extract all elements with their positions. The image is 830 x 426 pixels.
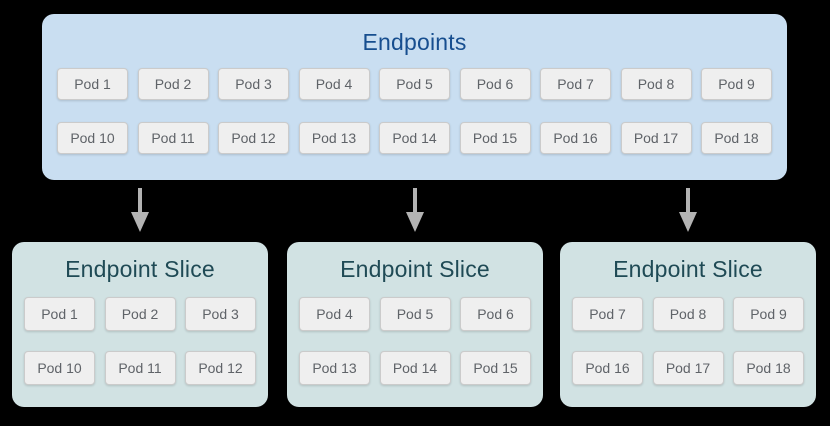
- pod-box: Pod 11: [104, 351, 176, 385]
- arrow-stem: [138, 188, 142, 214]
- pod-box: Pod 3: [218, 68, 289, 100]
- arrow-stem: [413, 188, 417, 214]
- arrow-stem: [686, 188, 690, 214]
- pod-box: Pod 2: [137, 68, 209, 100]
- slice-2-pod-row-1: Pod 4 Pod 5 Pod 6: [299, 297, 531, 331]
- pod-box: Pod 4: [298, 68, 370, 100]
- pod-box: Pod 1: [57, 68, 128, 100]
- pod-box: Pod 15: [459, 122, 531, 154]
- pod-box: Pod 18: [701, 122, 772, 154]
- endpoint-slice-title: Endpoint Slice: [65, 256, 215, 282]
- pod-box: Pod 6: [460, 297, 531, 331]
- pod-box: Pod 4: [299, 297, 370, 331]
- pod-box: Pod 5: [379, 68, 450, 100]
- arrow-head: [679, 212, 697, 232]
- endpoints-pod-row-1: Pod 1 Pod 2 Pod 3 Pod 4 Pod 5 Pod 6 Pod 7 Pod 8…: [57, 68, 772, 100]
- pod-box: Pod 14: [379, 122, 450, 154]
- pod-box: Pod 13: [298, 122, 370, 154]
- pod-box: Pod 12: [218, 122, 289, 154]
- arrow-head: [131, 212, 149, 232]
- endpoint-slice-title: Endpoint Slice: [340, 256, 490, 282]
- slice-1-pod-row-2: Pod 10 Pod 11 Pod 12: [24, 351, 256, 385]
- endpoint-slice-title: Endpoint Slice: [613, 256, 763, 282]
- endpoints-title: Endpoints: [362, 29, 467, 55]
- pod-box: Pod 15: [460, 351, 531, 385]
- pod-box: Pod 13: [299, 351, 370, 385]
- down-arrow-icon: [679, 188, 697, 232]
- pod-box: Pod 5: [379, 297, 451, 331]
- pod-box: Pod 11: [137, 122, 209, 154]
- slice-3-pod-row-1: Pod 7 Pod 8 Pod 9: [572, 297, 804, 331]
- pod-box: Pod 7: [572, 297, 643, 331]
- pod-box: Pod 7: [540, 68, 611, 100]
- pod-box: Pod 1: [24, 297, 95, 331]
- pod-box: Pod 16: [572, 351, 643, 385]
- pod-box: Pod 10: [24, 351, 95, 385]
- pod-box: Pod 14: [379, 351, 451, 385]
- pod-box: Pod 3: [185, 297, 256, 331]
- endpoints-box: Endpoints Pod 1 Pod 2 Pod 3 Pod 4 Pod 5 Pod 6…: [42, 14, 787, 180]
- slice-2-pod-row-2: Pod 13 Pod 14 Pod 15: [299, 351, 531, 385]
- pod-box: Pod 8: [652, 297, 724, 331]
- pod-box: Pod 6: [459, 68, 531, 100]
- pod-box: Pod 10: [57, 122, 128, 154]
- pod-box: Pod 16: [540, 122, 611, 154]
- pod-box: Pod 12: [185, 351, 256, 385]
- down-arrow-icon: [406, 188, 424, 232]
- slice-1-pod-row-1: Pod 1 Pod 2 Pod 3: [24, 297, 256, 331]
- pod-box: Pod 18: [733, 351, 804, 385]
- pod-box: Pod 17: [620, 122, 692, 154]
- slice-3-pod-row-2: Pod 16 Pod 17 Pod 18: [572, 351, 804, 385]
- endpoints-pod-row-2: Pod 10 Pod 11 Pod 12 Pod 13 Pod 14 Pod 15 Pod …: [57, 122, 772, 154]
- pod-box: Pod 9: [701, 68, 772, 100]
- down-arrow-icon: [131, 188, 149, 232]
- pod-box: Pod 9: [733, 297, 804, 331]
- pod-box: Pod 8: [620, 68, 692, 100]
- arrow-head: [406, 212, 424, 232]
- pod-box: Pod 17: [652, 351, 724, 385]
- pod-box: Pod 2: [104, 297, 176, 331]
